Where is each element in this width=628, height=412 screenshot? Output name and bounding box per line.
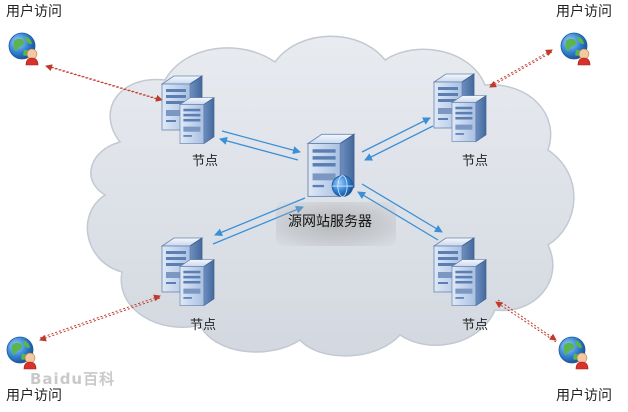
user-access-label-bottom-left: 用户访问 [6, 388, 62, 404]
origin-server-icon [307, 133, 355, 197]
origin-label-backdrop [276, 202, 396, 246]
node-label-top-left: 节点 [192, 154, 219, 169]
user-link-bottom-right [495, 299, 557, 343]
user-access-label-top-right: 用户访问 [556, 4, 612, 20]
link-bottom-right-node [357, 183, 443, 241]
user-access-label-top-left: 用户访问 [6, 4, 62, 20]
node-label-top-right: 节点 [462, 154, 489, 169]
user-top-right-globe-icon [560, 32, 591, 66]
link-top-left-node [219, 130, 301, 161]
user-link-top-right [489, 49, 553, 88]
user-bottom-left-globe-icon [6, 336, 37, 370]
user-link-bottom-left [39, 294, 161, 342]
node-label-bottom-left: 节点 [190, 318, 217, 333]
user-top-left-globe-icon [8, 32, 39, 66]
watermark: Baidu百科 [30, 370, 116, 388]
node-label-bottom-right: 节点 [462, 318, 489, 333]
user-access-label-bottom-right: 用户访问 [556, 388, 612, 404]
origin-server-label: 源网站服务器 [288, 214, 372, 230]
link-top-right-node [361, 117, 434, 161]
user-bottom-right-globe-icon [558, 336, 589, 370]
